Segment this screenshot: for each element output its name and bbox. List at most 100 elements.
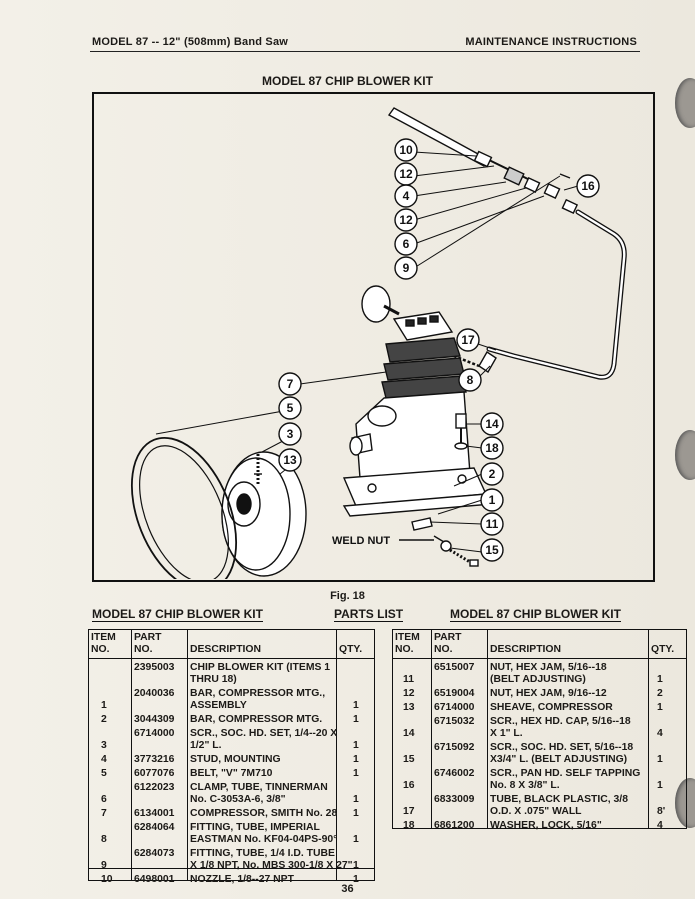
binder-hole [675,778,695,828]
header-part-no: NO. [134,644,153,655]
part-number: 6498001 [134,874,175,885]
header-rule [90,51,640,52]
part-description: SCR., PAN HD. SELF TAPPING [490,768,641,779]
figure-caption: Fig. 18 [330,590,365,602]
header-description: DESCRIPTION [190,644,262,655]
callout-7: 7 [287,377,294,391]
callout-12b: 12 [399,213,413,227]
weld-nut-label: WELD NUT [332,535,390,547]
part-number: 6519004 [434,688,475,699]
part-description: SCR., HEX HD. CAP, 5/16--18 [490,716,631,727]
header-part-no: NO. [434,644,453,655]
header-item-no: NO. [91,644,110,655]
callout-8: 8 [467,373,474,387]
part-description: EASTMAN No. KF04-04PS-90° [190,834,338,845]
parts-list-title: PARTS LIST [334,607,404,622]
callout-2: 2 [489,467,496,481]
quantity: 1 [353,740,359,751]
item-number: 17 [403,806,415,817]
part-description: WASHER, LOCK, 5/16" [490,820,602,831]
part-number: 6861200 [434,820,475,831]
callout-18: 18 [485,441,499,455]
part-description: FITTING, TUBE, 1/4 I.D. TUBE [190,848,335,859]
quantity: 1 [353,794,359,805]
item-number: 14 [403,728,415,739]
part-number: 6077076 [134,768,175,779]
item-number: 7 [101,808,107,819]
callout-12: 12 [399,167,413,181]
part-number: 6284073 [134,848,175,859]
item-number: 12 [403,688,415,699]
item-number: 3 [101,740,107,751]
part-description: STUD, MOUNTING [190,754,281,765]
part-description: FITTING, TUBE, IMPERIAL [190,822,320,833]
quantity: 4 [657,820,663,831]
item-number: 5 [101,768,107,779]
callout-17: 17 [461,333,475,347]
quantity: 1 [657,780,663,791]
part-number: 6122023 [134,782,175,793]
item-number: 1 [101,700,107,711]
callout-1: 1 [489,493,496,507]
header-item: ITEM [91,632,116,643]
part-description: ASSEMBLY [190,700,247,711]
header-part: PART [434,632,462,643]
quantity: 1 [353,834,359,845]
item-number: 18 [403,820,415,831]
quantity: 1 [353,700,359,711]
part-description: NOZZLE, 1/8--27 NPT [190,874,294,885]
part-description: X 1/8 NPT, No. MBS 300-1/8 X 27" [190,860,353,871]
header-model: MODEL 87 -- 12" (508mm) Band Saw [92,36,289,48]
part-description: NUT, HEX JAM, 5/16--18 [490,662,607,673]
callout-6: 6 [403,237,410,251]
parts-list-title-left: MODEL 87 CHIP BLOWER KIT [92,607,263,622]
item-number: 11 [403,674,414,685]
part-number: 6714000 [434,702,475,713]
part-number: 6746002 [434,768,475,779]
quantity: 1 [353,754,359,765]
part-description: CHIP BLOWER KIT (ITEMS 1 [190,662,331,673]
part-description: TUBE, BLACK PLASTIC, 3/8 [490,794,628,805]
part-description: NUT, HEX JAM, 9/16--12 [490,688,607,699]
quantity: 1 [657,702,663,713]
part-number: 2395003 [134,662,175,673]
callout-13: 13 [283,453,297,467]
item-number: 4 [101,754,107,765]
item-number: 10 [101,874,113,885]
part-number: 6515007 [434,662,475,673]
callout-15: 15 [485,543,499,557]
part-description: CLAMP, TUBE, TINNERMAN [190,782,328,793]
quantity: 1 [353,768,359,779]
quantity: 1 [353,808,359,819]
callout-4: 4 [403,189,410,203]
quantity: 1 [657,754,663,765]
callout-14: 14 [485,417,499,431]
part-description: X 1" L. [490,728,523,739]
part-number: 6284064 [134,822,175,833]
part-number: 3773216 [134,754,175,765]
part-description: COMPRESSOR, SMITH No. 28 [190,808,338,819]
exploded-diagram: 10 12 4 12 6 9 16 17 8 7 5 3 13 14 18 2 … [92,92,655,582]
callout-5: 5 [287,401,294,415]
binder-hole [675,430,695,480]
callout-11: 11 [486,517,499,531]
header-description: DESCRIPTION [490,644,562,655]
quantity: 1 [353,860,359,871]
part-description: O.D. X .075" WALL [490,806,582,817]
header-part: PART [134,632,162,643]
part-description: SCR., SOC. HD. SET, 5/16--18 [490,742,634,753]
quantity: 2 [657,688,663,699]
part-description: BELT, "V" 7M710 [190,768,273,779]
part-number: 6134001 [134,808,175,819]
part-description: No. C-3053A-6, 3/8" [190,794,286,805]
item-number: 9 [101,860,107,871]
diagram-drawing: 10 12 4 12 6 9 16 17 8 7 5 3 13 14 18 2 … [130,107,627,579]
part-description: No. 8 X 3/8" L. [490,780,560,791]
part-description: THRU 18) [190,674,237,685]
item-number: 8 [101,834,107,845]
part-number: 3044309 [134,714,175,725]
part-description: BAR, COMPRESSOR MTG. [190,714,323,725]
item-number: 6 [101,794,107,805]
